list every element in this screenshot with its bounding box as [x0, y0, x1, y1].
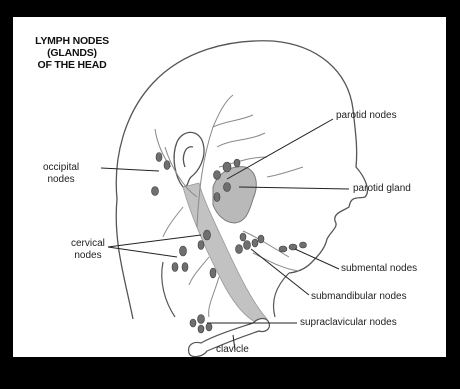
cervical-nodes-leader-1	[108, 235, 201, 247]
cervical-node	[180, 246, 187, 256]
title-line-1: LYMPH NODES	[17, 35, 127, 47]
cervical-node	[198, 241, 204, 250]
supraclavicular-node	[198, 325, 204, 333]
occipital-nodes-label-line-2: nodes	[43, 174, 79, 186]
occipital-nodes-label: occipital nodes	[43, 162, 79, 186]
cervical-node	[204, 230, 211, 240]
parotid-gland-label: parotid gland	[353, 183, 411, 195]
submandibular-node	[240, 233, 246, 241]
clavicle-label: clavicle	[216, 344, 249, 356]
cervical-node	[172, 263, 178, 272]
diagram-frame: LYMPH NODES (GLANDS) OF THE HEAD parotid…	[13, 17, 446, 357]
parotid-node	[214, 171, 221, 180]
diagram-title: LYMPH NODES (GLANDS) OF THE HEAD	[17, 35, 127, 71]
submental-nodes-label: submental nodes	[341, 263, 417, 275]
submandibular-nodes-leader	[251, 249, 309, 295]
submandibular-node	[252, 239, 258, 247]
submandibular-node	[236, 245, 243, 254]
leader-lines	[101, 119, 349, 350]
cervical-nodes-leader-2	[108, 247, 177, 257]
submental-nodes-leader	[295, 249, 339, 269]
occipital-node	[156, 153, 162, 162]
occipital-nodes-leader	[101, 168, 159, 171]
parotid-node	[214, 193, 220, 202]
occipital-nodes-label-line-1: occipital	[43, 162, 79, 174]
parotid-nodes-leader	[227, 119, 333, 179]
supraclavicular-node	[198, 315, 205, 324]
submandibular-node	[244, 241, 251, 250]
supraclavicular-node	[206, 323, 212, 331]
submandibular-nodes-label: submandibular nodes	[311, 291, 407, 303]
submandibular-node	[258, 235, 264, 243]
title-line-2: (GLANDS)	[17, 47, 127, 59]
parotid-node	[234, 159, 240, 167]
supraclavicular-node	[190, 319, 196, 327]
parotid-nodes-label: parotid nodes	[336, 110, 397, 122]
parotid-node	[224, 183, 231, 192]
cervical-nodes-label-line-1: cervical	[71, 238, 105, 250]
neck-front-outline	[274, 273, 289, 317]
supraclavicular-nodes-label: supraclavicular nodes	[300, 317, 397, 329]
submental-node	[300, 242, 307, 248]
title-line-3: OF THE HEAD	[17, 59, 127, 71]
cervical-nodes-label: cervical nodes	[71, 238, 105, 262]
cervical-node	[182, 263, 188, 272]
occipital-node	[164, 161, 170, 170]
occipital-node	[152, 187, 159, 196]
cervical-nodes-label-line-2: nodes	[71, 250, 105, 262]
submental-node	[279, 246, 287, 252]
cervical-node	[210, 268, 216, 278]
ear	[174, 132, 204, 187]
parotid-node	[223, 162, 231, 172]
